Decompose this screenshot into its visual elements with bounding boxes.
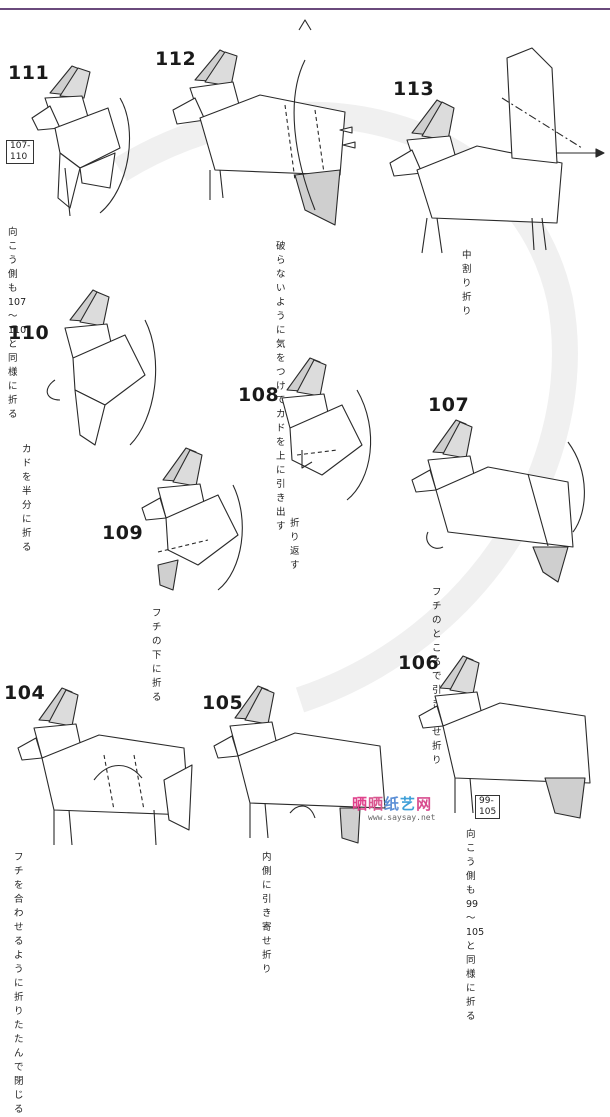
figure-109 xyxy=(138,440,253,600)
step-instruction: 内側に 引き寄せ折り xyxy=(262,851,272,977)
reference-box: 99-105 xyxy=(475,795,500,819)
figure-105 xyxy=(210,678,400,848)
figure-110 xyxy=(35,280,165,455)
figure-111 xyxy=(20,58,140,218)
watermark-logo: 晒晒纸艺网 xyxy=(352,793,432,814)
step-instruction: 向こう側も 99～105 と同様に折る xyxy=(466,828,484,1024)
figure-112 xyxy=(165,20,375,240)
watermark-char: 艺 xyxy=(400,795,416,813)
reference-box: 107-110 xyxy=(6,140,34,164)
figure-104 xyxy=(14,680,204,855)
watermark-char: 纸 xyxy=(384,795,400,813)
step-number: 109 xyxy=(102,522,143,544)
figure-113 xyxy=(382,28,607,258)
watermark-char: 网 xyxy=(416,795,432,813)
figure-107 xyxy=(408,412,593,587)
step-instruction: フチを合わせるように 折りたたんで閉じる xyxy=(14,851,24,1117)
watermark-char: 晒 xyxy=(352,795,368,813)
step-instruction: 折り返す xyxy=(290,517,300,573)
step-instruction: 中割り折り xyxy=(462,249,472,319)
figure-108 xyxy=(262,350,392,510)
step-instruction: カドを 半分に折る xyxy=(22,443,32,555)
figure-106 xyxy=(415,648,605,823)
watermark-char: 晒 xyxy=(368,795,384,813)
watermark-url: www.saysay.net xyxy=(368,813,435,822)
